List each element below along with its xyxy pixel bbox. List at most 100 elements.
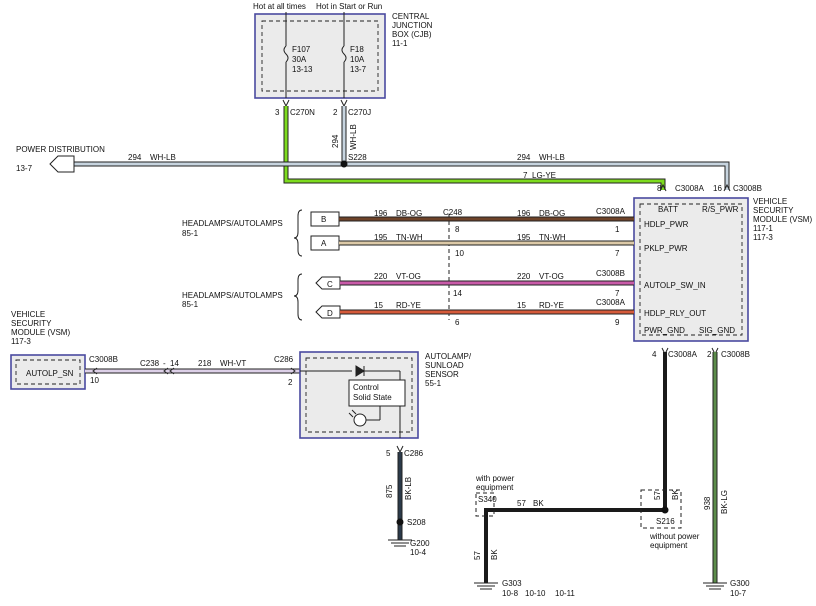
gnd-color57: BK [533,499,544,508]
ground-g300-icon [703,582,727,590]
fuse2-name: F18 [350,45,364,54]
wire-c-pin-end: 7 [615,289,620,298]
gnd-g300: G300 [730,579,750,588]
gnd-circuit57: 57 [517,499,526,508]
wire218-c286: C286 [274,355,294,364]
headlamps-upper-brace [293,209,303,257]
power-title: POWER DISTRIBUTION [16,145,105,154]
wire218-color: WH-VT [220,359,246,368]
cjb-title-2: JUNCTION [392,21,433,30]
wire-d-label: D [327,309,333,318]
vsm-left-title-2: SECURITY [11,319,52,328]
vsm-autolp-sw-in-label: AUTOLP_SW_IN [644,281,706,290]
gnd-with-power-2: equipment [476,483,514,492]
wire-a-color: TN-WH [396,233,423,242]
wire-d-circ: 15 [374,301,383,310]
c248-label: C248 [443,208,463,217]
vsm-rs-pin-arrow-icon [723,183,731,192]
vsm-hdlp-rly-out-label: HDLP_RLY_OUT [644,309,706,318]
vsm-rs-pwr-label: R/S_PWR [702,205,739,214]
wire-d-color2: RD-YE [539,301,564,310]
cjb-pin2: 2 [333,108,338,117]
vsm-pin-rs-conn: C3008B [733,184,762,193]
fuse-f107-icon [283,45,289,63]
wire-a-circ: 195 [374,233,388,242]
power-color-left: WH-LB [150,153,176,162]
power-vert-color: WH-LB [349,124,358,150]
sensor-conn: C286 [404,449,424,458]
vsm-title-2: SECURITY [753,206,794,215]
gnd-bottom-color: BK [490,549,499,560]
gnd-with-power-1: with power [475,474,515,483]
vsm-gnd-conn1: C3008A [668,350,698,359]
fuse1-name: F107 [292,45,311,54]
fuse2-rating: 10A [350,55,365,64]
wire218-circuit: 218 [198,359,212,368]
vsm-module-right: BATT R/S_PWR HDLP_PWR PKLP_PWR AUTOLP_SW… [633,197,749,342]
wire-c-label: C [327,280,333,289]
cjb-ref: 11-1 [392,39,408,48]
wire-a-label: A [321,239,327,248]
cjb-pin1: 3 [275,108,280,117]
gnd-bottom-circuit: 57 [473,551,482,560]
vsm-module-left: AUTOLP_SN [10,354,86,390]
wire-a-pin-mid: 10 [455,249,464,258]
power-color-right: WH-LB [539,153,565,162]
wire-b-label: B [321,215,326,224]
vsm-left-ref: 117-3 [11,337,31,346]
sensor-inner-2: Solid State [353,393,392,402]
headlamps-lower-brace [293,273,303,321]
gnd-bklg-circuit: 938 [703,496,712,510]
cjb-title-1: CENTRAL [392,12,430,21]
cjb-hot-always: Hot at all times [253,2,306,11]
wire-b-pin-mid: 8 [455,225,460,234]
vsm-batt-pin-arrow-icon [659,183,667,192]
ground-g200-icon [388,539,412,547]
wire-c-pin-mid: 14 [453,289,462,298]
vsm-title-1: VEHICLE [753,197,787,206]
power-vert-circuit: 294 [331,134,340,148]
wire-a-color2: TN-WH [539,233,566,242]
power-distribution-connector-icon [49,155,75,173]
vsm-gnd-pin1: 4 [652,350,657,359]
vsm-batt-label: BATT [658,205,678,214]
vsm-title-3: MODULE (VSM) [753,215,812,224]
power-ref: 13-7 [16,164,33,173]
vsm-left-arrow-icon [92,367,98,375]
c238-arrow-icon [163,367,175,375]
cjb-pin2-arrow-icon [340,99,348,108]
wire218-pin14: 14 [170,359,179,368]
gnd-g303-ref2: 10-10 [525,589,546,598]
sensor-title-3: SENSOR [425,370,459,379]
sensor-title-1: AUTOLAMP/ [425,352,472,361]
vsm-pklp-pwr-label: PKLP_PWR [644,244,688,253]
fuse-f18-icon [341,45,347,63]
vsm-pin-batt-num: 8 [657,184,662,193]
wire-d-pin-end: 9 [615,318,620,327]
vsm-gnd-pin2: 2 [707,350,712,359]
wire-c-color2: VT-OG [539,272,564,281]
central-junction-box: Hot at all times Hot in Start or Run F10… [253,2,433,99]
sensor-circuit: 875 [385,484,394,498]
ground-g303-icon [474,582,498,590]
vsm-left-title-1: VEHICLE [11,310,45,319]
gnd-g300-ref: 10-7 [730,589,747,598]
control-solid-state-box [348,379,406,407]
gnd-without-2: equipment [650,541,688,550]
cjb-conn1: C270N [290,108,315,117]
headlamps-lower-title: HEADLAMPS/AUTOLAMPS [182,291,283,300]
wire-c-conn: C3008B [596,269,625,278]
sensor-inner-1: Control [353,383,379,392]
sensor-ground: G200 [410,539,430,548]
vsm-pin-rs-num: 16 [713,184,722,193]
headlamps-upper-title: HEADLAMPS/AUTOLAMPS [182,219,283,228]
vsm-sig-gnd-label: SIG_GND [699,326,735,335]
cjb-title-3: BOX (CJB) [392,30,432,39]
wire-a-pin-end: 7 [615,249,620,258]
wire-b-circ: 196 [374,209,388,218]
wire-c-circ: 220 [374,272,388,281]
s340-dashed-box [475,492,495,517]
vsm-gnd-conn2: C3008B [721,350,750,359]
gnd-g303-ref3: 10-11 [555,589,575,598]
